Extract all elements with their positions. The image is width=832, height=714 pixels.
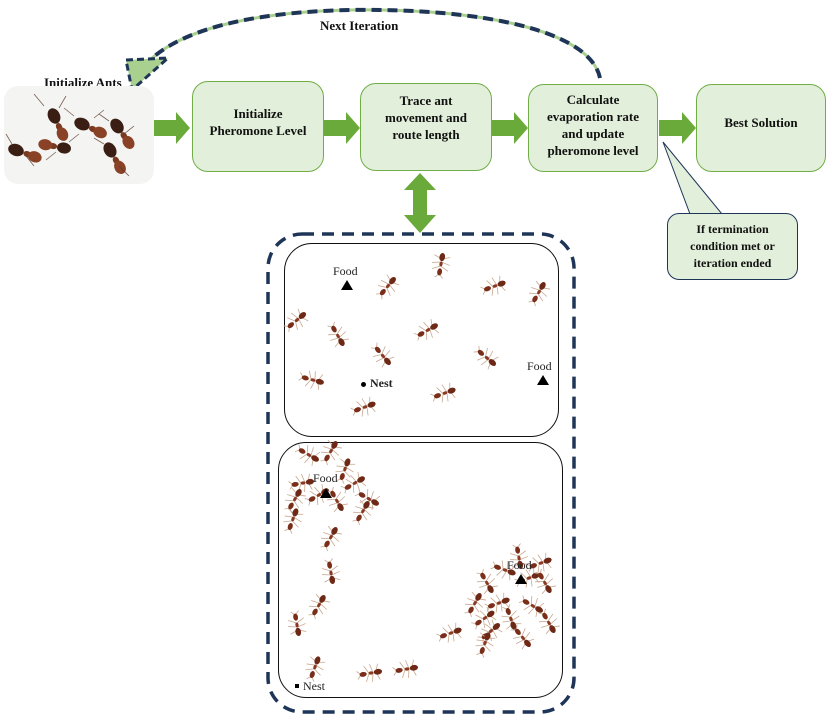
step-initialize-pheromone: Initialize Pheromone Level [192, 81, 324, 172]
ant-icon [280, 306, 311, 336]
nest-label-top: Nest [370, 376, 393, 391]
food-label-bottom-1: Food [313, 471, 338, 486]
ants-photo [4, 86, 154, 184]
ant-icon [411, 317, 442, 345]
step-best-solution-text: Best Solution [724, 114, 797, 131]
step-trace-movement-text: Trace ant movement and route length [385, 92, 467, 143]
step-trace-movement: Trace ant movement and route length [360, 83, 492, 171]
food-marker-top-1 [341, 280, 353, 290]
ant-icon [316, 437, 344, 468]
food-label-bottom-2: Food [507, 558, 532, 573]
step-initialize-pheromone-text: Initialize Pheromone Level [210, 105, 307, 139]
ant-icon [429, 381, 459, 407]
termination-callout: If termination condition met or iteratio… [667, 213, 798, 280]
simulation-panel-converged: Food Food Nest [278, 442, 563, 698]
ants-layer-top [285, 244, 560, 438]
ant-icon [316, 523, 344, 554]
step-update-pheromone: Calculate evaporation rate and update ph… [528, 84, 658, 172]
step-update-pheromone-text: Calculate evaporation rate and update ph… [547, 91, 639, 159]
simulation-panel-exploration: Food Food Nest [284, 243, 559, 437]
ant-icon [367, 339, 397, 370]
food-marker-bottom-2 [515, 574, 527, 584]
food-label-top-1: Food [333, 264, 358, 279]
ant-icon [356, 662, 384, 684]
ant-icon [470, 342, 501, 372]
ant-icon [286, 610, 308, 638]
ant-icon [292, 440, 323, 468]
flow-arrow-3 [492, 112, 528, 144]
ant-icon [430, 251, 452, 279]
food-marker-top-2 [537, 375, 549, 385]
step-best-solution: Best Solution [696, 84, 826, 172]
ant-icon [479, 274, 509, 300]
ant-icon [472, 566, 500, 597]
ant-icon [352, 484, 383, 512]
nest-marker-bottom [295, 684, 299, 688]
ant-icon [297, 368, 326, 392]
food-label-top-2: Food [527, 359, 552, 374]
ant-icon [349, 395, 379, 421]
ant-icon [524, 278, 552, 309]
ant-icon [280, 505, 306, 535]
food-marker-bottom-1 [320, 488, 332, 498]
flow-arrow-2 [323, 112, 360, 144]
ant-icon [304, 591, 332, 622]
ant-icon [372, 272, 402, 303]
ant-icon [392, 658, 420, 680]
double-arrow-vertical [404, 173, 436, 233]
next-iteration-label: Next Iteration [320, 18, 398, 34]
nest-marker-top [361, 382, 366, 387]
termination-callout-text: If termination condition met or iteratio… [690, 221, 775, 272]
ant-icon [320, 558, 342, 586]
flow-arrow-1 [152, 112, 190, 144]
flow-arrow-4 [659, 112, 696, 144]
ant-icon [435, 621, 465, 647]
nest-label-bottom: Nest [303, 679, 325, 694]
ants-photo-illustration [4, 86, 154, 184]
ant-icon [323, 319, 351, 350]
